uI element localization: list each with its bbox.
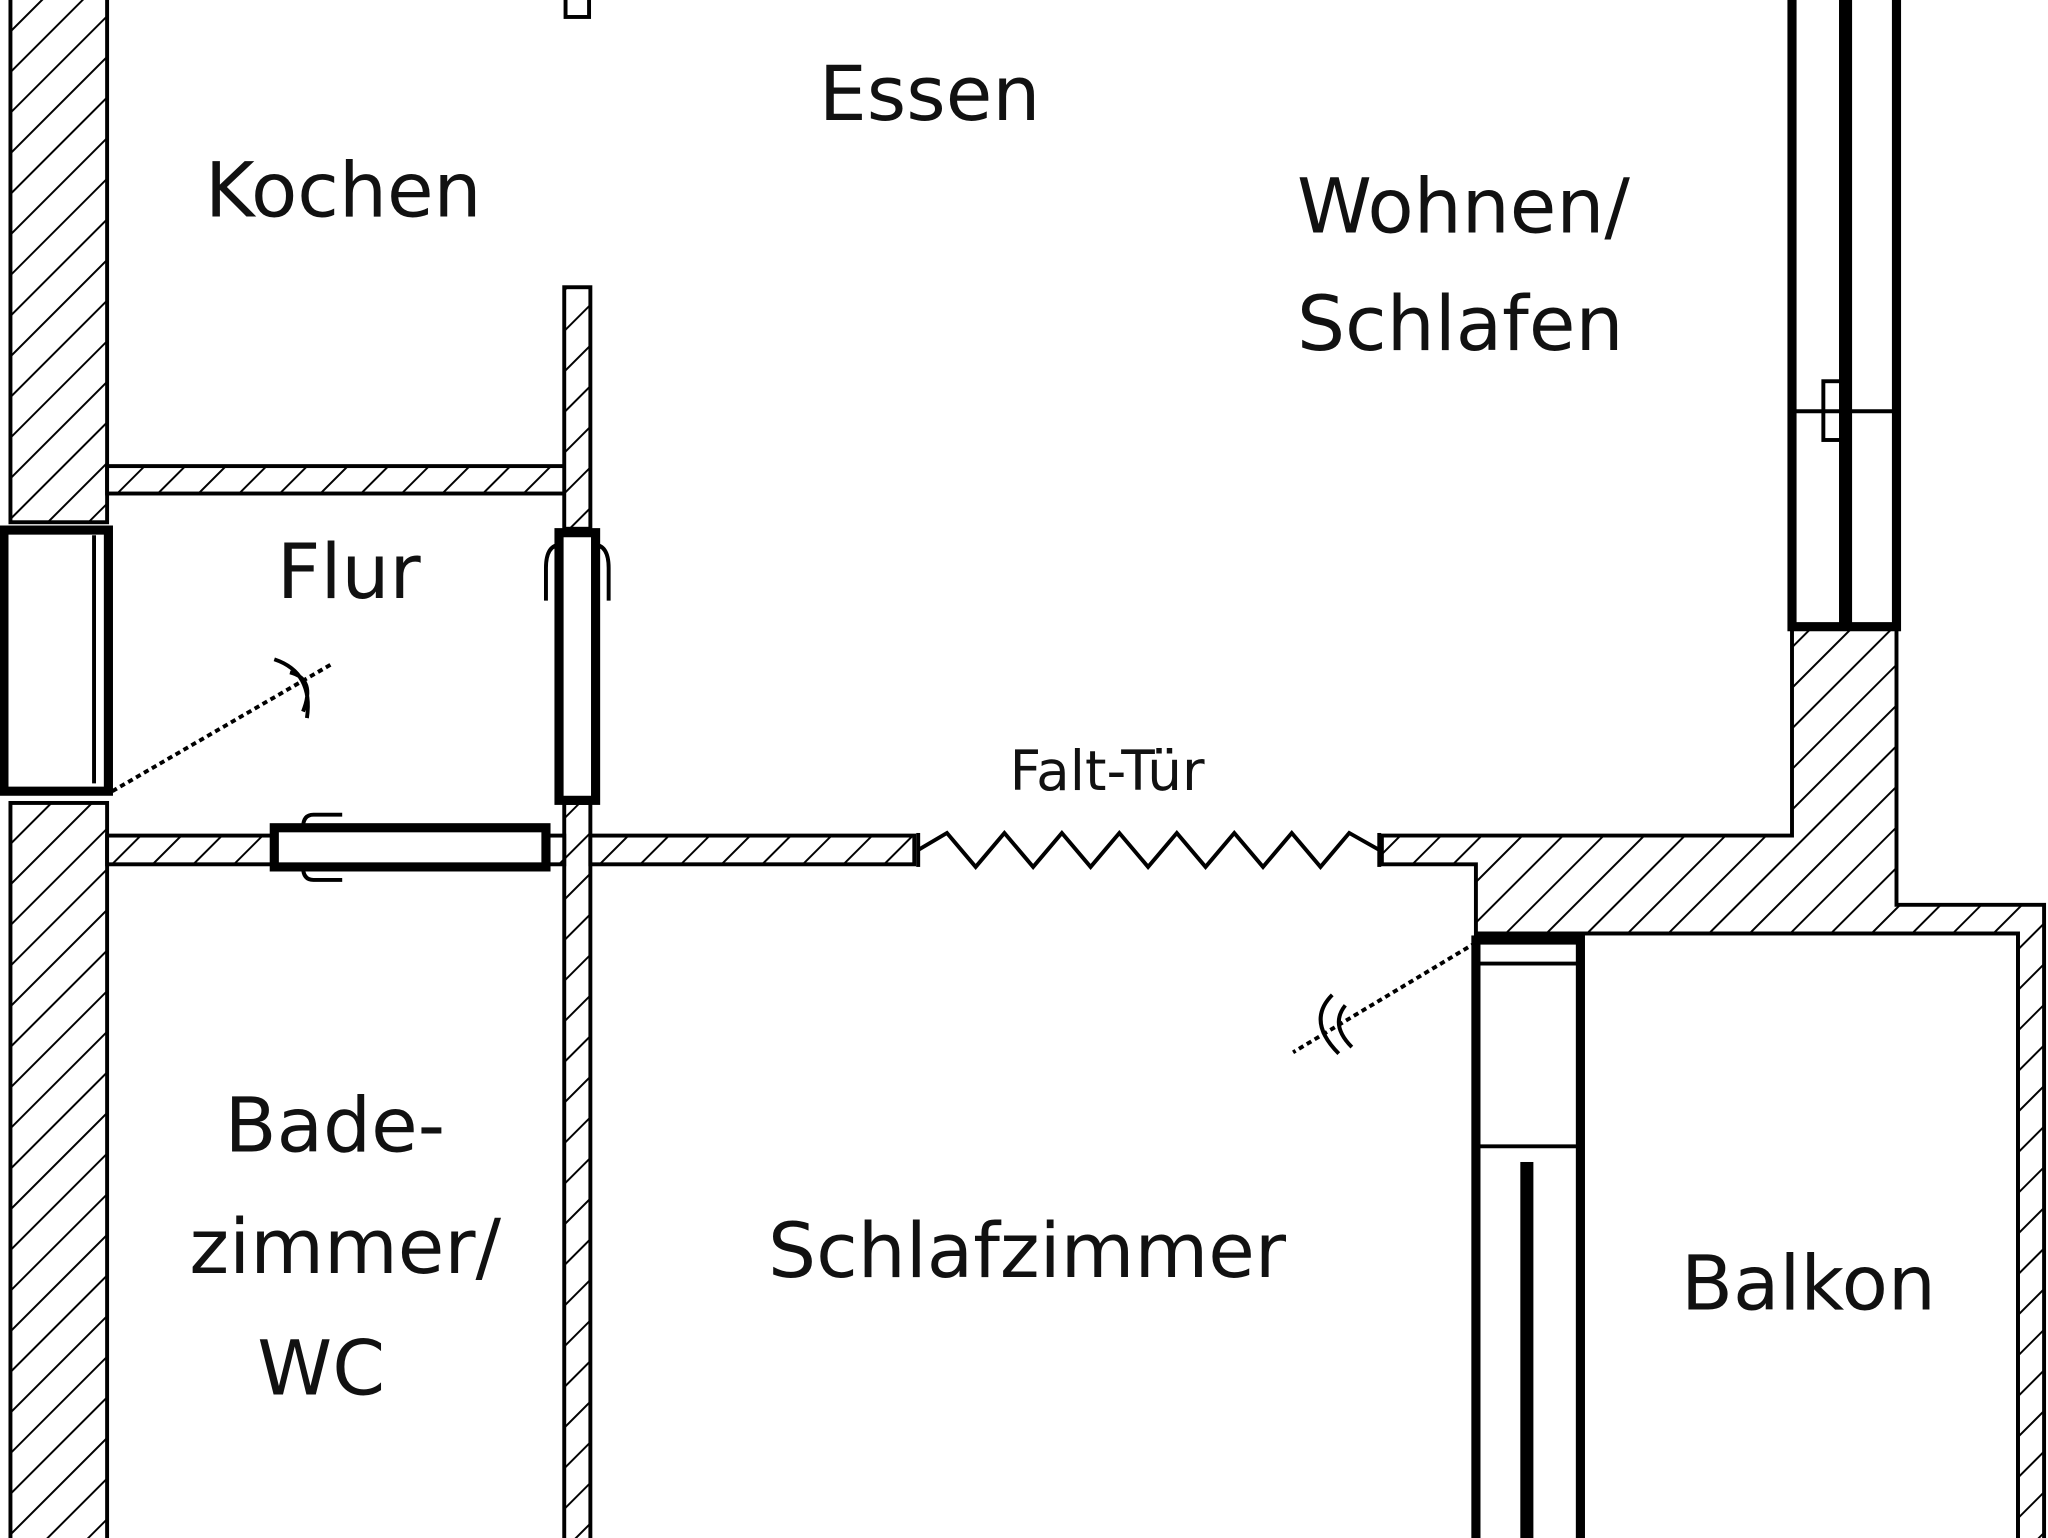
outer-wall-left-upper [8, 0, 110, 525]
room-label-kochen: Kochen [205, 147, 482, 235]
folding-door-label: Falt-Tür [1010, 739, 1205, 803]
sliding-door-flur [544, 528, 611, 805]
wall-stub-top [563, 0, 592, 19]
room-label-bad-3: WC [257, 1324, 385, 1412]
balcony-outline [1581, 931, 2020, 1538]
living-room-window [1787, 0, 1902, 632]
wall-middle [588, 833, 917, 867]
room-label-balkon: Balkon [1681, 1240, 1936, 1328]
door-swing-arrow-flur [111, 657, 335, 793]
outer-wall-left-lower [8, 800, 110, 1538]
room-label-schlafzimmer: Schlafzimmer [768, 1207, 1287, 1295]
room-label-wohnen-1: Wohnen/ [1297, 162, 1630, 250]
wall-kochen-flur [105, 464, 577, 496]
room-label-essen: Essen [819, 50, 1040, 138]
folding-door [916, 829, 1382, 870]
room-label-bad-2: zimmer/ [189, 1203, 501, 1291]
sliding-door-bad [269, 812, 551, 882]
balcony-door [1471, 935, 1585, 1538]
room-label-flur: Flur [277, 528, 422, 616]
wall-interior-upper [562, 285, 593, 531]
entrance-window [0, 525, 113, 796]
door-swing-arrow-schlafzimmer [1292, 940, 1477, 1056]
room-label-wohnen-2: Schlafen [1297, 280, 1623, 368]
wall-interior-lower [562, 800, 593, 1538]
room-label-bad-1: Bade- [225, 1082, 445, 1170]
